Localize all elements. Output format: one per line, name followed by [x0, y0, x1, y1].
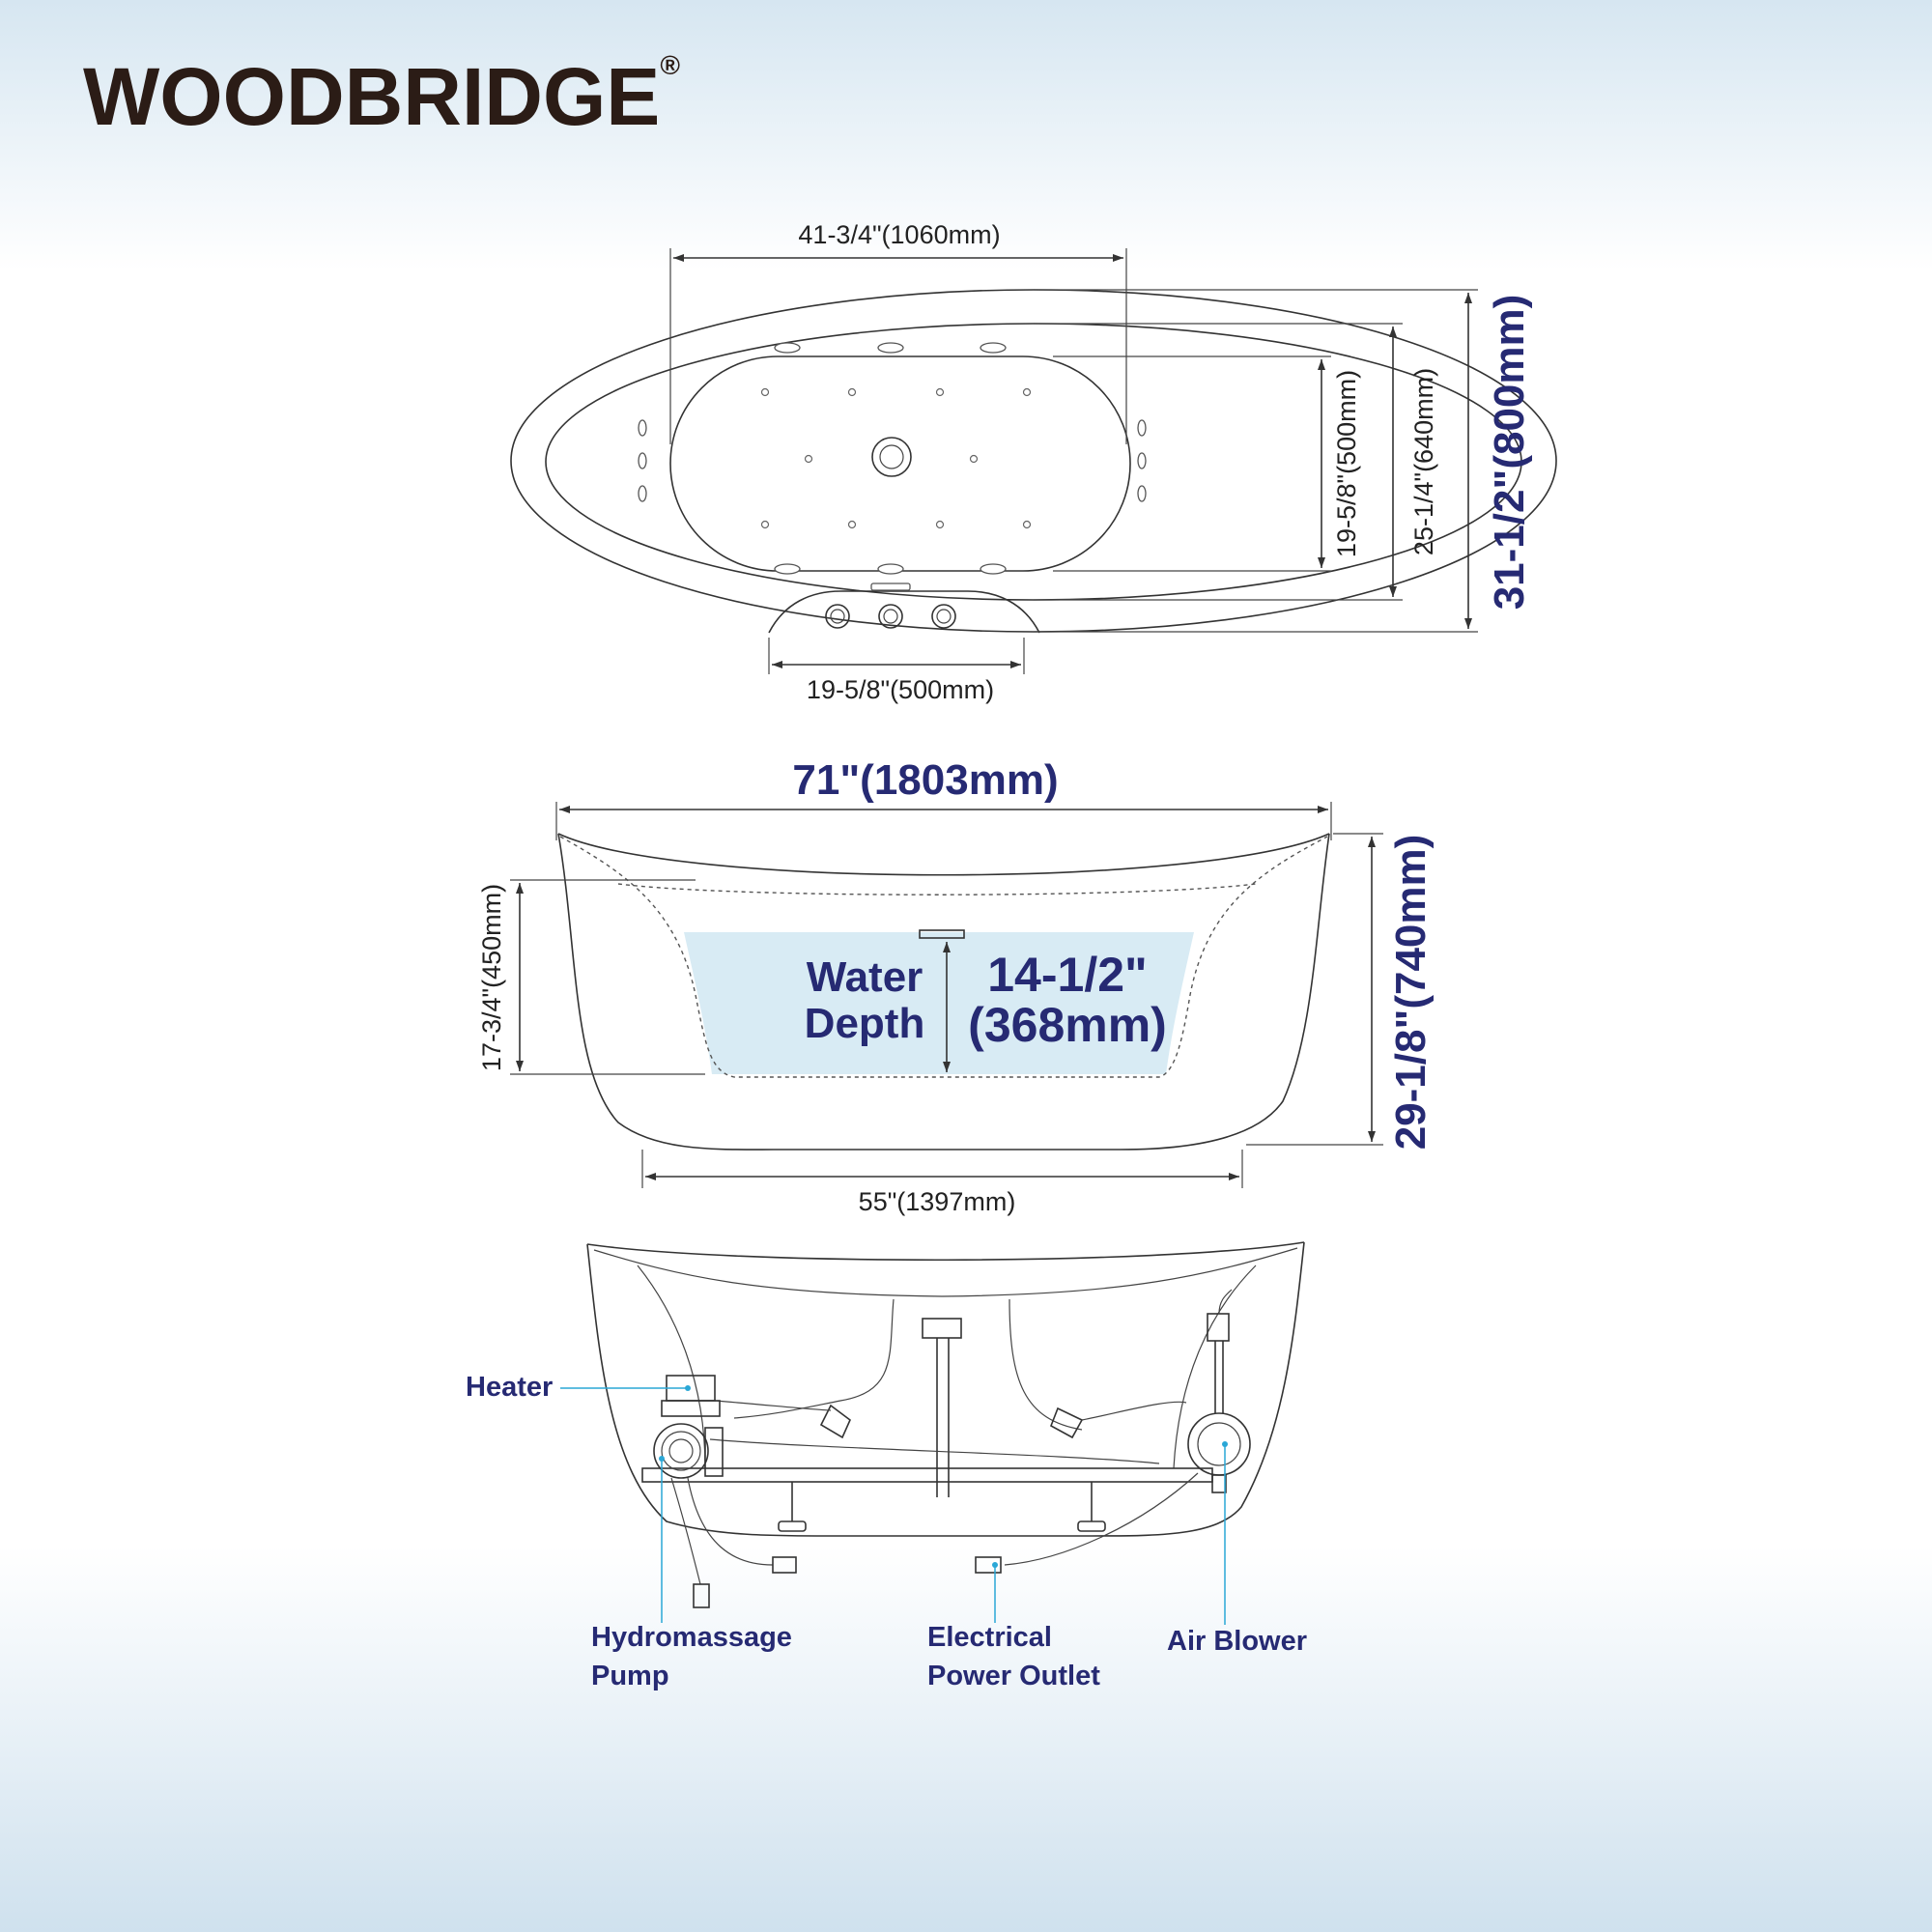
tub-interior [559, 836, 1328, 1078]
registered-mark: ® [660, 50, 680, 80]
electrical-outlet-plug [975, 1556, 1002, 1574]
water-depth-inch: 14-1/2" [987, 948, 1147, 1002]
tub-cutaway-rim [586, 1241, 1305, 1262]
drain [871, 437, 912, 477]
label-air-blower: Air Blower [1167, 1626, 1307, 1657]
water-label-1: Water [807, 953, 923, 1001]
control-panel [768, 590, 1040, 634]
air-jets [760, 387, 1032, 529]
tub-outer-rim [510, 289, 1557, 633]
tub-cutaway-outline [586, 1241, 1305, 1537]
hydro-jets [638, 342, 1147, 591]
label-pump-1: Hydromassage [591, 1622, 792, 1653]
dim-panel-width: 19-5/8"(500mm) [807, 675, 994, 704]
brand-name: WOODBRIDGE [83, 51, 661, 142]
dim-overall-height: 29-1/8"(740mm) [1387, 835, 1435, 1151]
water-depth-mm: (368mm) [968, 998, 1167, 1052]
cutaway-view: Heater Hydromassage Pump Electrical Powe… [466, 1241, 1307, 1691]
dim-basin-width: 19-5/8"(500mm) [1332, 370, 1361, 557]
side-view: Water Depth 14-1/2" (368mm) 71"(1803mm) … [477, 756, 1435, 1216]
water-fill [684, 932, 1194, 1074]
dim-base-length: 55"(1397mm) [859, 1187, 1016, 1216]
dim-inner-length: 41-3/4"(1060mm) [798, 220, 1000, 249]
power-plug-2 [693, 1583, 710, 1608]
water-label-2: Depth [805, 1000, 925, 1047]
label-heater: Heater [466, 1372, 553, 1403]
label-pump-2: Pump [591, 1661, 669, 1691]
support-legs [778, 1482, 1106, 1532]
base-platform [641, 1467, 1213, 1483]
hose-connector-left [819, 1404, 851, 1439]
power-plug-1 [772, 1556, 797, 1574]
overflow [919, 929, 965, 939]
hose-connector-right [1049, 1406, 1084, 1439]
tub-side-profile [557, 833, 1330, 1151]
hydromassage-pump [653, 1423, 709, 1479]
control-knobs [825, 604, 956, 629]
brand-logo: WOODBRIDGE® [83, 52, 680, 138]
tub-inner-rim-line [617, 883, 1257, 895]
dim-overall-length: 71"(1803mm) [792, 756, 1058, 804]
label-outlet-1: Electrical [927, 1622, 1052, 1653]
dim-overall-width: 31-1/2"(800mm) [1486, 295, 1533, 611]
top-view: 41-3/4"(1060mm) 19-5/8"(500mm) 25-1/4"(6… [510, 220, 1557, 704]
tub-side-rim [557, 833, 1330, 876]
tub-inner-rim [545, 323, 1522, 601]
dim-inner-width: 25-1/4"(640mm) [1409, 368, 1438, 555]
dim-interior-depth: 17-3/4"(450mm) [477, 884, 506, 1071]
label-outlet-2: Power Outlet [927, 1661, 1100, 1691]
drain-fitting [922, 1318, 962, 1339]
